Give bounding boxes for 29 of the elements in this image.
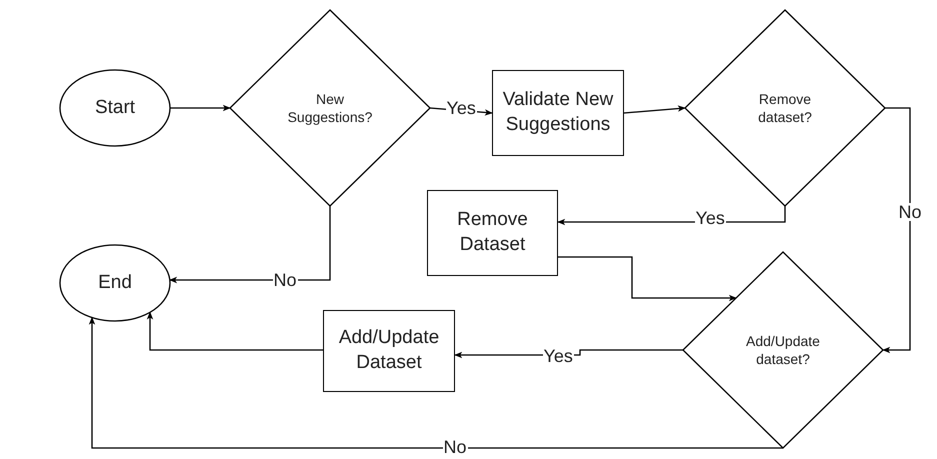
node-label: Remove Dataset — [456, 208, 529, 257]
node-label: End — [98, 270, 132, 295]
arrow — [624, 105, 686, 114]
node-label: Add/Update dataset? — [745, 332, 821, 368]
node-label: Remove dataset? — [757, 90, 813, 126]
edge-label: Yes — [542, 347, 574, 365]
arrow — [882, 107, 911, 354]
terminal-ellipse — [60, 70, 170, 146]
arrow — [170, 104, 231, 112]
edge-label: No — [898, 203, 923, 221]
edge-label: No — [442, 438, 468, 456]
process-box — [323, 310, 455, 392]
terminal-ellipse — [60, 245, 170, 321]
arrow — [169, 206, 331, 284]
arrow — [558, 256, 737, 302]
arrow — [88, 316, 783, 449]
arrow — [146, 312, 323, 351]
node-label: New Suggestions? — [286, 90, 374, 126]
node-label: Start — [94, 96, 136, 120]
edge-label: No — [272, 271, 298, 289]
decision-diamond — [683, 252, 883, 448]
process-box — [492, 70, 624, 156]
node-label: Validate New Suggestions — [502, 88, 614, 137]
node-label: Add/Update Dataset — [338, 326, 440, 375]
process-box — [427, 190, 558, 276]
edge-label: Yes — [694, 209, 726, 227]
decision-diamond — [230, 10, 430, 206]
edge-label: Yes — [446, 99, 477, 117]
decision-diamond — [685, 10, 885, 206]
